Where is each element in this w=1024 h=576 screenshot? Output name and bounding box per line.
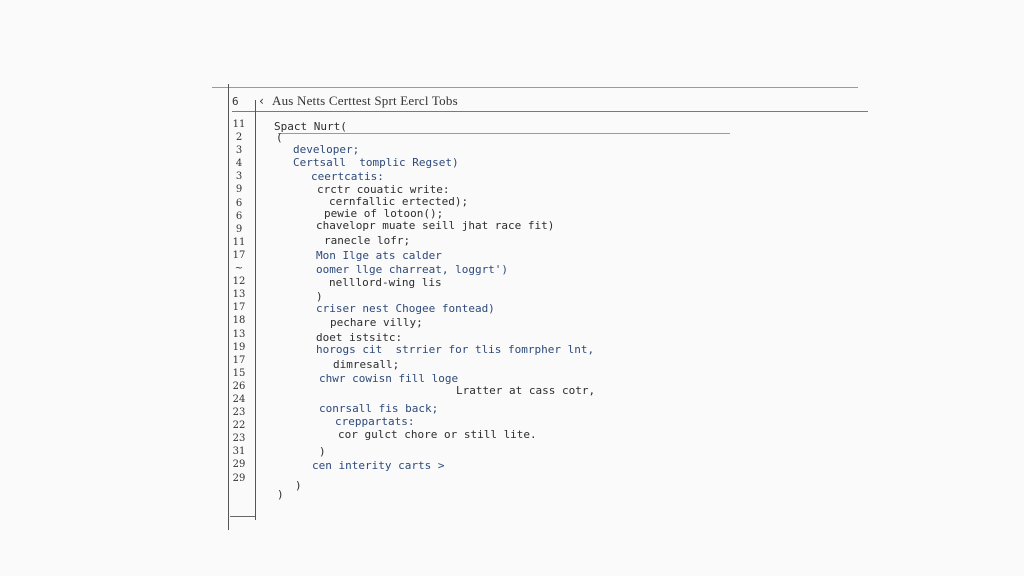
code-line: ) — [316, 290, 323, 303]
line-number: ~ — [234, 263, 244, 275]
gutter-left-line — [228, 84, 229, 530]
code-header-line — [278, 133, 730, 134]
line-number: 19 — [232, 341, 246, 353]
line-number: 17 — [232, 302, 246, 314]
line-number: 3 — [235, 171, 243, 183]
line-number: 17 — [232, 354, 246, 366]
code-line: horogs cit strrier for tlis fomrpher lnt… — [316, 343, 595, 356]
line-number: 15 — [232, 367, 246, 379]
code-line: pewie of lotoon(); — [324, 207, 444, 220]
line-number: 23 — [232, 407, 246, 419]
line-number: 18 — [232, 315, 246, 327]
code-line: chavelopr muate seill jhat race fit) — [316, 219, 555, 232]
code-line: ) — [277, 488, 284, 501]
line-number: 11 — [232, 119, 246, 130]
code-line: Spact Nurt( — [274, 120, 347, 133]
code-line: crctr couatic write: — [317, 183, 450, 196]
code-line: creppartats: — [335, 415, 415, 428]
line-number: 6 — [235, 197, 243, 209]
code-line: Lratter at cass cotr, — [456, 384, 596, 397]
line-number: 13 — [232, 328, 246, 340]
code-line: ranecle lofr; — [324, 234, 411, 247]
line-number: 4 — [235, 158, 243, 170]
code-line: developer; — [293, 143, 360, 156]
line-number: 22 — [232, 420, 246, 432]
code-line: chwr cowisn fill loge — [319, 372, 459, 385]
line-number: 29 — [232, 459, 246, 471]
line-number: 9 — [235, 184, 243, 196]
top-border-line — [212, 87, 858, 88]
code-line: dimresall; — [333, 358, 400, 371]
code-line: Mon Ilge ats calder — [316, 249, 442, 262]
line-number: 31 — [232, 446, 246, 458]
code-line: cen interity carts > — [312, 459, 445, 472]
code-line: ) — [319, 445, 326, 458]
line-number: 12 — [232, 276, 246, 288]
line-number: 29 — [232, 472, 246, 484]
back-chevron-icon[interactable]: ‹ — [258, 94, 266, 108]
tab-title[interactable]: Aus Netts Certtest Sprt Eercl Tobs — [272, 93, 458, 108]
code-line: Certsall tomplic Regset) — [293, 156, 459, 169]
line-number: 26 — [232, 380, 246, 392]
line-number-gutter: 11 2 3 4 3 9 6 6 9 11 17 ~ 12 13 17 18 1… — [228, 118, 250, 485]
code-line: ) — [295, 479, 302, 492]
code-line: pechare villy; — [330, 316, 423, 329]
code-line: ( — [276, 131, 283, 144]
line-number: 6 — [235, 210, 243, 222]
line-number: 9 — [235, 223, 243, 235]
code-line: conrsall fis back; — [319, 402, 439, 415]
tab-underline — [232, 111, 868, 112]
code-line: oomer llge charreat, loggrt') — [316, 263, 509, 276]
line-number: 11 — [232, 236, 246, 248]
tab-bar: 6 ‹ Aus Netts Certtest Sprt Eercl Tobs — [232, 92, 458, 110]
line-number: 2 — [235, 132, 243, 144]
line-number: 23 — [232, 433, 246, 445]
gutter-right-line — [255, 100, 256, 520]
gutter-bottom-line — [230, 516, 256, 517]
line-number: 24 — [232, 393, 246, 405]
code-line: cor gulct chore or still lite. — [338, 428, 537, 441]
line-number: 13 — [232, 289, 246, 301]
line-number: 3 — [235, 145, 243, 157]
code-line: ceertcatis: — [311, 170, 384, 183]
code-line: nelllord-wing lis — [329, 276, 442, 289]
tab-index: 6 — [232, 94, 239, 108]
code-line: doet istsitc: — [316, 331, 403, 344]
code-line: cernfallic ertected); — [329, 195, 469, 208]
code-line: criser nest Chogee fontead) — [316, 302, 495, 315]
line-number: 17 — [232, 249, 246, 261]
